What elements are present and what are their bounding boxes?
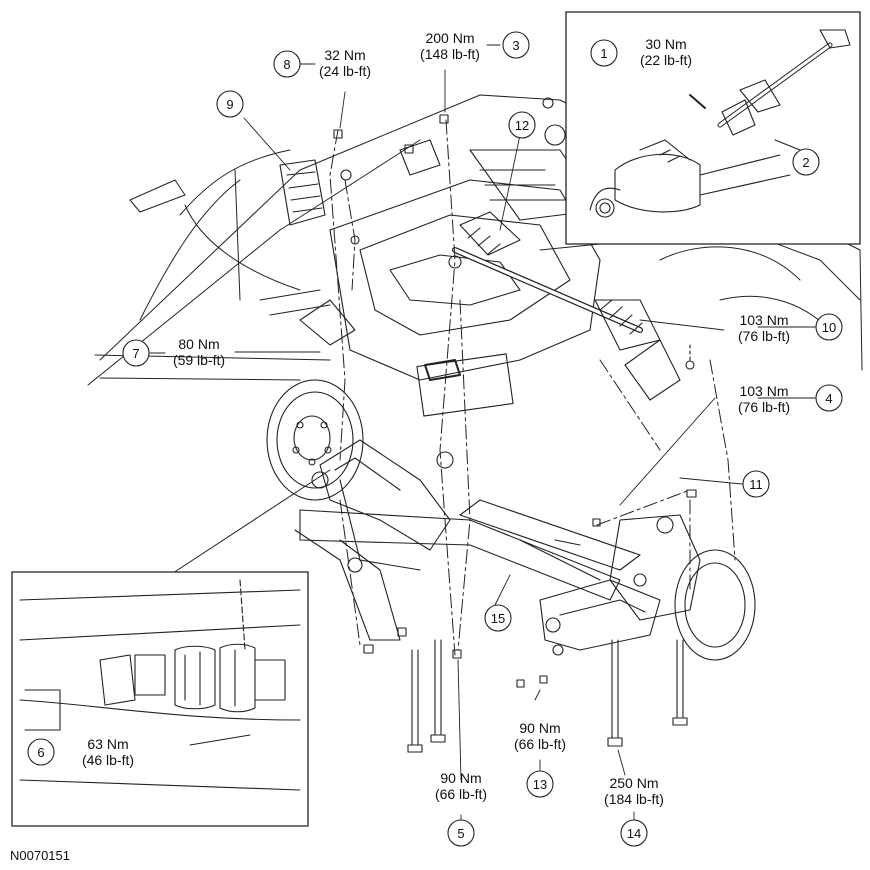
torque-label-3: 200 Nm (148 lb-ft) xyxy=(410,30,490,62)
torque-nm-4: 103 Nm xyxy=(739,383,789,399)
callout-14[interactable]: 14 xyxy=(626,825,642,841)
torque-nm-6: 63 Nm xyxy=(87,736,129,752)
callout-12[interactable]: 12 xyxy=(514,117,530,133)
torque-lbft-3: (148 lb-ft) xyxy=(420,46,480,62)
torque-label-7: 80 Nm (59 lb-ft) xyxy=(163,336,235,368)
torque-label-4: 103 Nm (76 lb-ft) xyxy=(722,383,806,415)
callout-11[interactable]: 11 xyxy=(749,476,763,492)
callout-1[interactable]: 1 xyxy=(600,45,608,61)
torque-lbft-6: (46 lb-ft) xyxy=(81,752,135,768)
callout-8[interactable]: 8 xyxy=(283,56,291,72)
torque-nm-14: 250 Nm xyxy=(609,775,659,791)
figure-reference-number: N0070151 xyxy=(10,848,70,863)
right-lower-control-arm xyxy=(539,579,661,656)
torque-lbft-4: (76 lb-ft) xyxy=(737,399,791,415)
torque-nm-10: 103 Nm xyxy=(739,312,789,328)
torque-label-10: 103 Nm (76 lb-ft) xyxy=(722,312,806,344)
torque-nm-1: 30 Nm xyxy=(645,36,687,52)
torque-lbft-1: (22 lb-ft) xyxy=(639,52,693,68)
torque-lbft-8: (24 lb-ft) xyxy=(318,63,372,79)
torque-nm-3: 200 Nm xyxy=(425,30,475,46)
subframe-crossmember xyxy=(294,499,641,641)
torque-label-6: 63 Nm (46 lb-ft) xyxy=(70,736,146,768)
callout-15[interactable]: 15 xyxy=(490,610,506,626)
torque-nm-5: 90 Nm xyxy=(440,770,482,786)
torque-nm-8: 32 Nm xyxy=(324,47,366,63)
torque-lbft-10: (76 lb-ft) xyxy=(737,328,791,344)
callout-3[interactable]: 3 xyxy=(512,37,520,53)
callout-circles xyxy=(27,31,843,847)
mirror-shape xyxy=(129,179,186,213)
torque-label-8: 32 Nm (24 lb-ft) xyxy=(313,47,377,79)
torque-label-14: 250 Nm (184 lb-ft) xyxy=(590,775,678,807)
torque-nm-13: 90 Nm xyxy=(519,720,561,736)
torque-lbft-13: (66 lb-ft) xyxy=(513,736,567,752)
callout-9[interactable]: 9 xyxy=(226,96,234,112)
callout-13[interactable]: 13 xyxy=(532,776,548,792)
callout-5[interactable]: 5 xyxy=(457,825,465,841)
callout-7[interactable]: 7 xyxy=(132,345,140,361)
callout-2[interactable]: 2 xyxy=(802,154,810,170)
torque-lbft-14: (184 lb-ft) xyxy=(604,791,664,807)
torque-nm-7: 80 Nm xyxy=(178,336,220,352)
callout-6[interactable]: 6 xyxy=(37,744,45,760)
torque-lbft-5: (66 lb-ft) xyxy=(434,786,488,802)
torque-label-5: 90 Nm (66 lb-ft) xyxy=(421,770,501,802)
torque-lbft-7: (59 lb-ft) xyxy=(172,352,226,368)
inset-bushing xyxy=(11,469,331,827)
alignment-lines xyxy=(329,119,736,656)
brake-caliper xyxy=(279,159,326,226)
fasteners xyxy=(333,114,697,753)
torque-label-13: 90 Nm (66 lb-ft) xyxy=(500,720,580,752)
torque-label-1: 30 Nm (22 lb-ft) xyxy=(636,36,696,68)
engine-block xyxy=(259,97,601,417)
callout-4[interactable]: 4 xyxy=(825,390,833,406)
callout-10[interactable]: 10 xyxy=(821,319,837,335)
left-lower-control-arm xyxy=(311,439,451,573)
left-brake-rotor xyxy=(266,379,364,501)
